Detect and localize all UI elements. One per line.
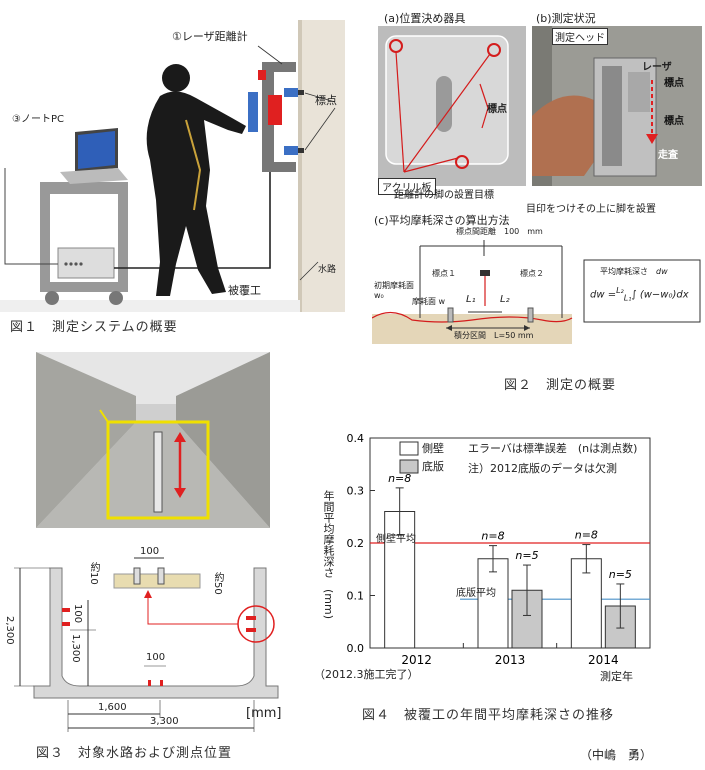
n-label: n=5 <box>609 568 632 581</box>
wall-bar <box>570 558 602 649</box>
y-tick-label: 0.3 <box>347 485 365 498</box>
scan-arrow-icon <box>646 80 658 144</box>
x-tick-label: 2013 <box>495 653 526 667</box>
wear-schematic <box>372 240 701 344</box>
mark-note: 目印をつけその上に脚を設置 <box>526 204 656 215</box>
avg-depth-label: 平均摩耗深さ dw <box>600 267 668 276</box>
operator-silhouette <box>146 64 246 296</box>
y-tick-label: 0.4 <box>347 432 365 445</box>
dim-3300: 3,300 <box>150 716 179 727</box>
figure-4-caption: 図４ 被覆工の年間平均摩耗深さの推移 <box>362 708 615 723</box>
method-title: (c)平均摩耗深さの算出方法 <box>374 214 510 227</box>
dim-100-wall: 100 <box>72 604 83 624</box>
figure-4: 年間平均摩耗深さ (mm) 0.0 0.1 0.2 0.3 0.4 2012 n=8 2013… <box>310 420 705 770</box>
legend-wall-swatch <box>399 441 419 456</box>
scene-marker-label-1: 標点 <box>664 78 684 89</box>
interval-label: 積分区間 L=50 mm <box>454 331 534 340</box>
note-missing: 注）2012底版のデータは欠測 <box>468 462 617 475</box>
photo-b-title: (b)測定状況 <box>536 12 596 25</box>
jig-marker-label: 標点 <box>487 104 507 115</box>
y-tick-label: 0.0 <box>347 642 365 655</box>
lining-label: 被覆工 <box>228 284 261 297</box>
x-note: （2012.3施工完了） <box>314 668 419 681</box>
figure-2-caption: 図２ 測定の概要 <box>504 378 617 393</box>
dim-2300: 2,300 <box>4 616 15 645</box>
highlight-box <box>106 420 210 520</box>
unit-label: [mm] <box>246 706 282 721</box>
x-sub-label: 測定年 <box>600 670 633 683</box>
dim-100-top: 100 <box>140 546 160 557</box>
laser-distance-meter <box>248 62 298 172</box>
acrylic-label: アクリル板 <box>378 178 436 195</box>
point2-label: 標点２ <box>520 269 544 278</box>
L1-label: L₁ <box>466 294 476 305</box>
laser-label: ①レーザ距離計 <box>172 30 248 43</box>
x-tick-label: 2012 <box>401 653 432 667</box>
wear-formula: dw =L₂L₁∫ (w−w₀)dx <box>590 286 689 303</box>
n-label: n=8 <box>388 472 411 485</box>
scene-marker-label-2: 標点 <box>664 116 684 127</box>
photo-measuring-scene <box>532 26 702 186</box>
point1-label: 標点１ <box>432 269 456 278</box>
dim-1300: 1,300 <box>70 634 81 663</box>
x-tick-label: 2014 <box>588 653 619 667</box>
dim-10: 約10 <box>88 562 99 585</box>
author: （中嶋 勇） <box>580 748 653 762</box>
wear-depth-chart: 0.0 0.1 0.2 0.3 0.4 2012 n=8 2013 n=8 n=5 2014 n=8 n… <box>347 432 651 667</box>
figure-3-caption: 図３ 対象水路および測点位置 <box>36 746 233 761</box>
floor-avg-label: 底版平均 <box>456 588 496 599</box>
photo-a-title: (a)位置決め器具 <box>384 12 466 25</box>
wall-bar <box>477 558 509 649</box>
y-axis-label: 年間平均摩耗深さ (mm) <box>322 490 335 620</box>
head-label: 測定ヘッド <box>552 28 608 45</box>
figure-1-illustration <box>0 20 345 312</box>
y-tick-label: 0.2 <box>347 537 365 550</box>
y-tick-label: 0.1 <box>347 590 365 603</box>
worn-surface-label: 摩耗面 w <box>412 297 446 306</box>
dim-50: 約50 <box>212 572 223 595</box>
figure-2: (a)位置決め器具 (b)測定状況 標点 アクリル板 距離計の脚の設置目標 測定… <box>372 0 705 400</box>
scan-label: 走査 <box>658 150 678 161</box>
L2-label: L₂ <box>500 294 510 305</box>
canal-photo <box>36 352 270 528</box>
marker-label: 標点 <box>315 94 337 107</box>
figure-1: ①レーザ距離計 ③ノートPC 標点 水路 被覆工 図１ 測定システムの概要 <box>0 0 345 340</box>
initial-surface-label: 初期摩耗面 w₀ <box>374 281 414 300</box>
concrete-wall <box>298 20 345 312</box>
dim-1600: 1,600 <box>98 702 127 713</box>
wall-avg-label: 側壁平均 <box>376 534 416 545</box>
legend-wall: 側壁 <box>422 442 444 455</box>
n-label: n=8 <box>575 529 598 542</box>
marker-point <box>298 90 304 95</box>
figure-3: 100 約10 約50 2,300 1,300 100 100 1,600 3,… <box>0 538 300 770</box>
dim-100-floor: 100 <box>146 652 166 663</box>
n-label: n=8 <box>481 530 504 543</box>
n-label: n=5 <box>515 549 538 562</box>
legend-floor-swatch <box>399 459 419 474</box>
span-label: 標点間距離 100 mm <box>456 227 543 236</box>
leg-target-label: 距離計の脚の設置目標 <box>394 190 494 201</box>
photo-positioning-jig <box>378 26 526 186</box>
canal-label: 水路 <box>318 265 337 275</box>
figure-1-caption: 図１ 測定システムの概要 <box>10 320 178 335</box>
cart-wheel <box>45 291 59 305</box>
note-errorbar: エラーバは標準誤差 (nは測点数) <box>468 442 638 455</box>
pc-label: ③ノートPC <box>12 114 64 125</box>
legend-floor: 底版 <box>422 460 444 473</box>
canal-cross-section <box>14 557 279 732</box>
cart <box>40 182 128 194</box>
laser-head-label: レーザ <box>642 62 672 73</box>
controller-box <box>57 247 115 279</box>
